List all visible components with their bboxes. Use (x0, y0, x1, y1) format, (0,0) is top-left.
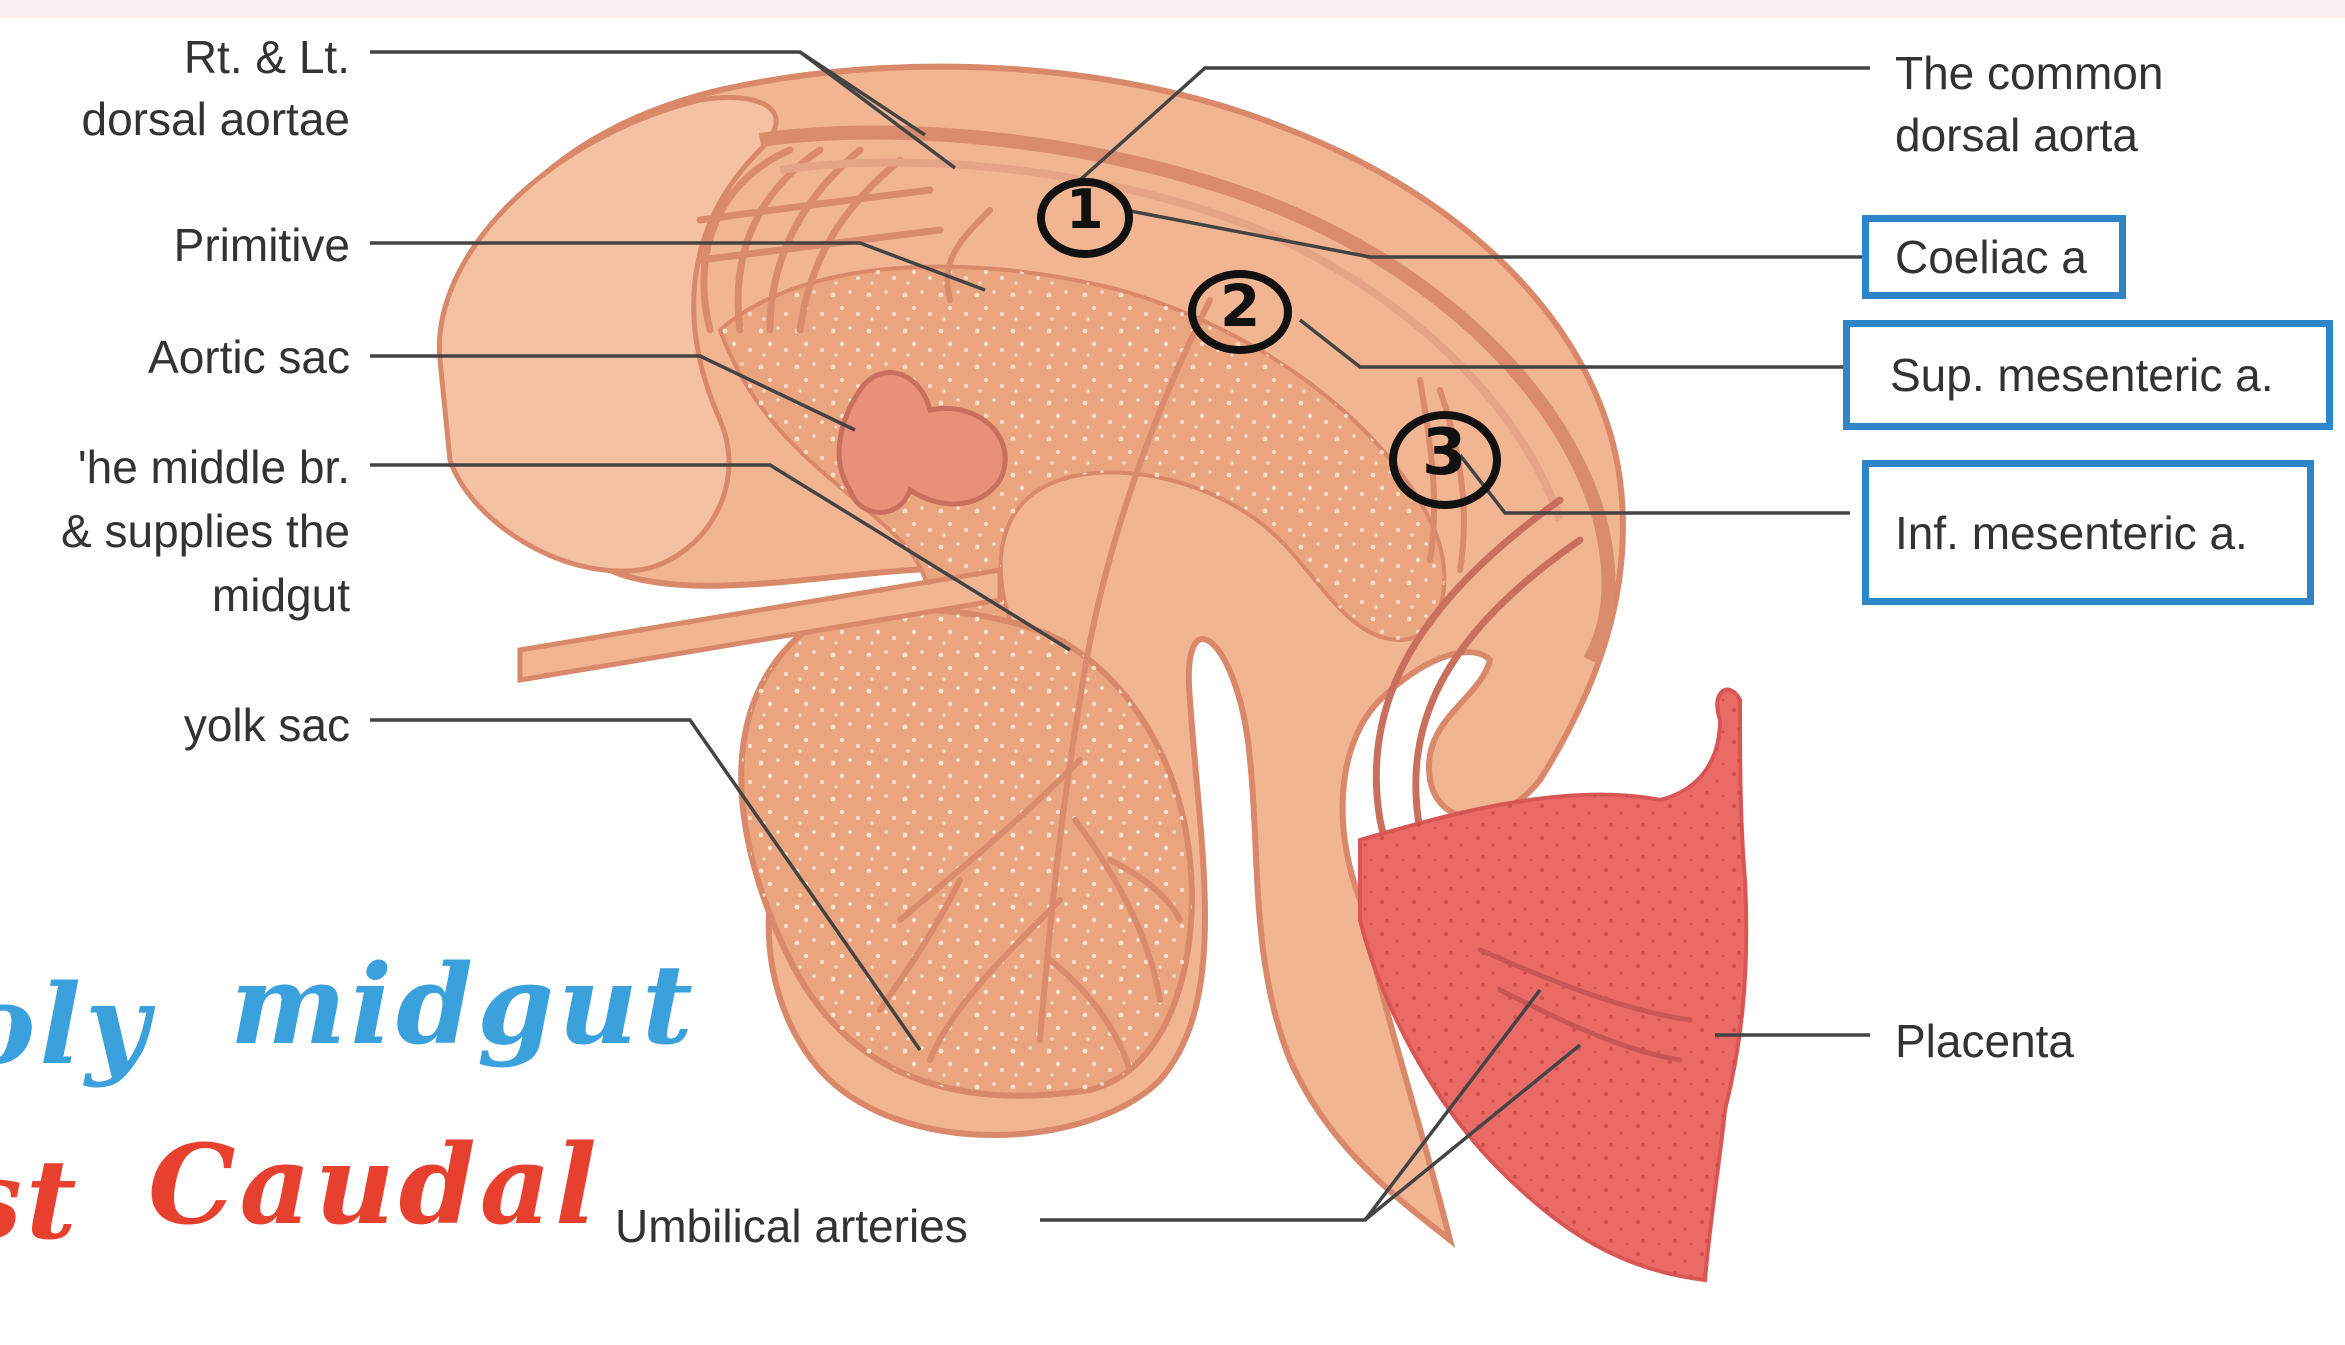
inf-mesenteric-box: Inf. mesenteric a. (1862, 460, 2314, 605)
label-middle-br-line2: & supplies the (61, 500, 350, 562)
handwriting-line1-fragment: oly (0, 960, 153, 1089)
label-common-dorsal-line1: The common (1895, 42, 2163, 104)
handwriting-line2-word: Caudal (148, 1120, 601, 1249)
label-yolk-sac: yolk sac (184, 694, 350, 756)
label-dorsal-aortae-line2: dorsal aortae (82, 88, 351, 150)
coeliac-box: Coeliac a (1862, 215, 2126, 299)
label-umbilical-arteries: Umbilical arteries (615, 1195, 968, 1257)
label-coeliac: Coeliac a (1895, 230, 2087, 284)
sup-mesenteric-box: Sup. mesenteric a. (1843, 320, 2333, 430)
label-middle-br-line1: 'he middle br. (78, 436, 350, 498)
label-aortic-sac: Aortic sac (148, 326, 350, 388)
handwriting-line2-fragment: st (0, 1135, 81, 1264)
label-inf-mesenteric: Inf. mesenteric a. (1895, 506, 2248, 560)
marker-3-label: 3 (1422, 416, 1471, 490)
label-placenta: Placenta (1895, 1010, 2074, 1072)
label-dorsal-aortae-line1: Rt. & Lt. (184, 26, 350, 88)
label-middle-br-line3: midgut (212, 564, 350, 626)
label-common-dorsal-line2: dorsal aorta (1895, 104, 2138, 166)
label-sup-mesenteric: Sup. mesenteric a. (1890, 348, 2274, 402)
handwriting-line1-word: midgut (230, 940, 697, 1069)
marker-2-label: 2 (1220, 272, 1264, 340)
marker-1-label: 1 (1066, 178, 1108, 241)
label-primitive: Primitive (174, 214, 350, 276)
